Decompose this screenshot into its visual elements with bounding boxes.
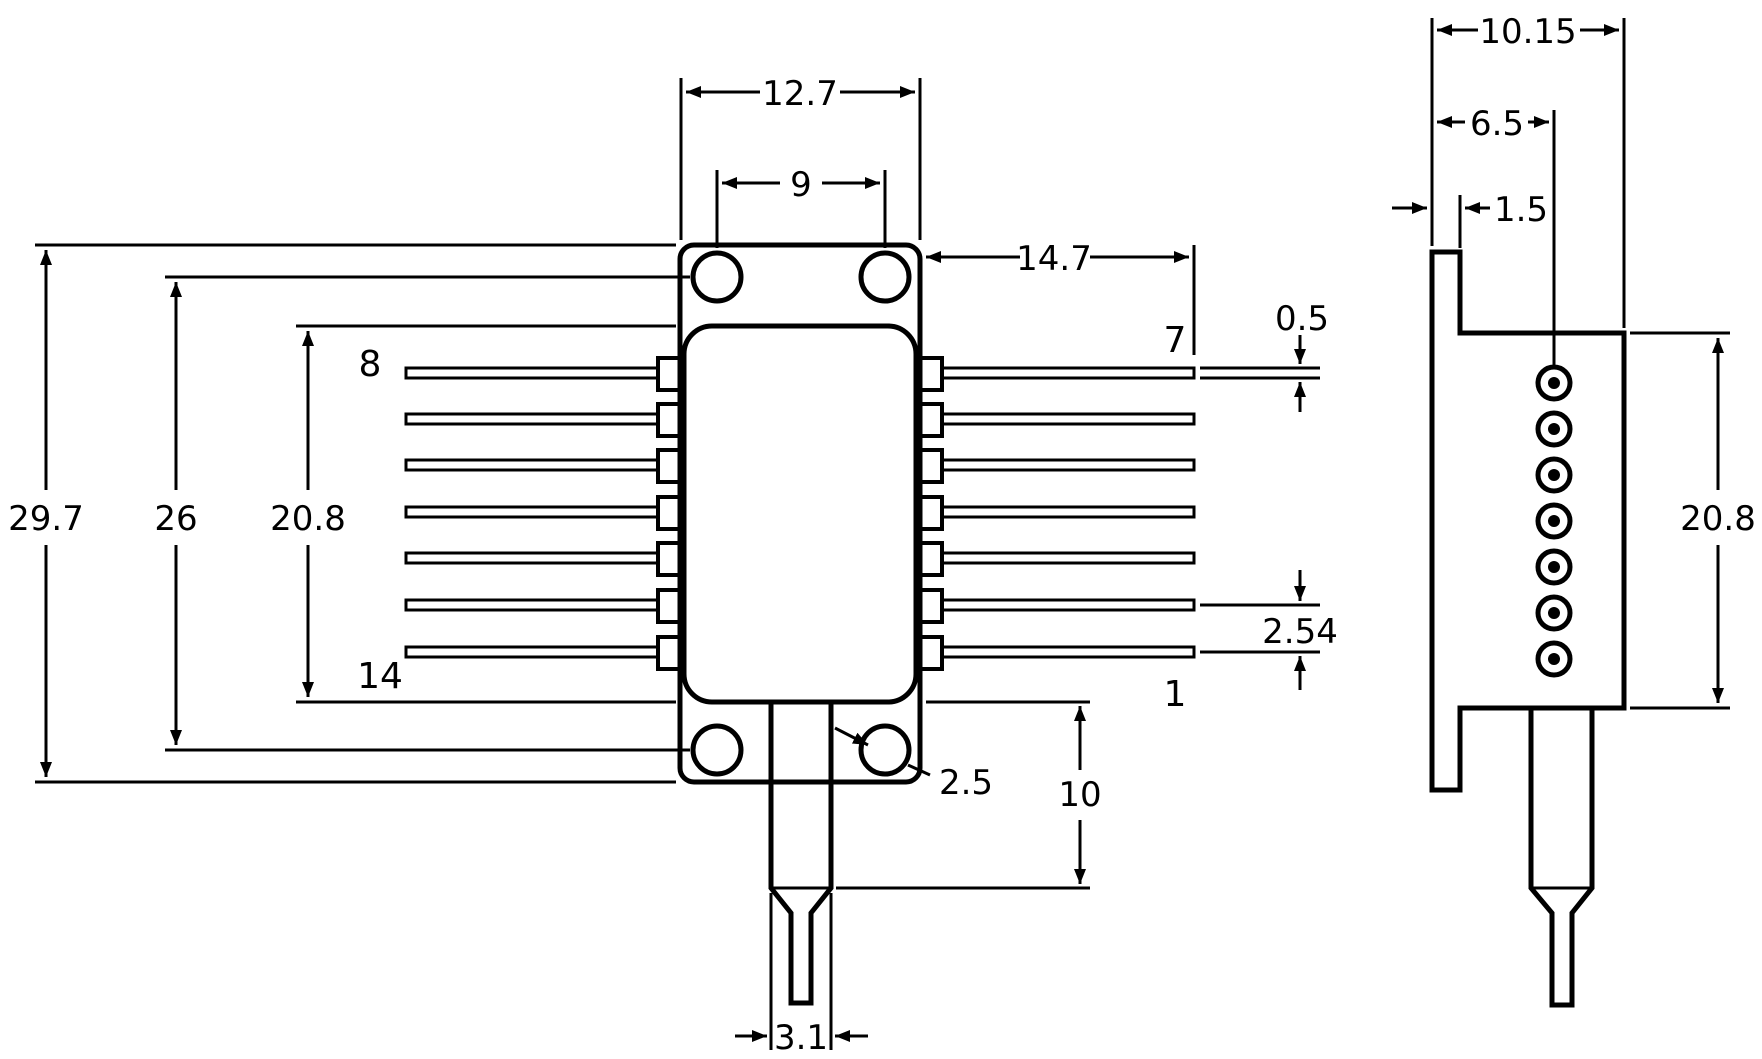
left-pin-row — [404, 356, 682, 671]
pin-seat — [656, 448, 682, 484]
dim-9: 9 — [790, 165, 812, 205]
dim-6-5: 6.5 — [1470, 104, 1524, 144]
side-pin — [1548, 561, 1560, 573]
dim-2-54: 2.54 — [1262, 612, 1338, 652]
pin-seat — [918, 402, 944, 438]
mounting-hole — [858, 250, 912, 304]
pin-seat — [918, 448, 944, 484]
pin-seat — [656, 635, 682, 671]
pin-lead — [940, 645, 1196, 659]
dim-0-5: 0.5 — [1275, 299, 1329, 339]
pin-seat — [656, 495, 682, 531]
side-view — [1429, 249, 1627, 1008]
mounting-hole — [690, 723, 744, 777]
pin-seat — [918, 588, 944, 624]
dim-3-1: 3.1 — [774, 1018, 828, 1058]
side-flange-outline — [1429, 249, 1627, 793]
pin-lead — [404, 366, 660, 380]
pin-label-1: 1 — [1164, 674, 1187, 715]
pin-lead — [404, 458, 660, 472]
pin-seat — [656, 356, 682, 392]
mounting-hole — [858, 723, 912, 777]
dim-12-7: 12.7 — [762, 74, 838, 114]
dim-20-8-front: 20.8 — [270, 499, 346, 539]
side-pin — [1548, 377, 1560, 389]
pin-lead — [940, 412, 1196, 426]
side-dimensions: 10.15 6.5 1.5 20.8 — [1392, 12, 1756, 710]
side-pin — [1548, 469, 1560, 481]
pin-seat — [918, 356, 944, 392]
side-pin — [1535, 410, 1573, 448]
side-pin — [1535, 548, 1573, 586]
dim-29-7: 29.7 — [8, 499, 84, 539]
dim-26: 26 — [154, 499, 197, 539]
dim-10: 10 — [1058, 775, 1101, 815]
body-outline — [681, 323, 919, 705]
pin-lead — [940, 551, 1196, 565]
side-pin — [1548, 515, 1560, 527]
pin-seat — [656, 402, 682, 438]
fiber-tube — [768, 702, 834, 1006]
side-pin — [1548, 653, 1560, 665]
side-pin — [1535, 456, 1573, 494]
pin-lead — [404, 598, 660, 612]
pin-lead — [940, 598, 1196, 612]
pin-seat — [656, 588, 682, 624]
pin-seat — [656, 541, 682, 577]
side-pin — [1535, 502, 1573, 540]
side-pin-column — [1535, 364, 1573, 678]
dim-1-5: 1.5 — [1494, 190, 1548, 230]
front-view — [404, 242, 1196, 1006]
pin-label-14: 14 — [357, 656, 403, 697]
pin-seat — [918, 495, 944, 531]
side-pin — [1535, 640, 1573, 678]
pin-lead — [404, 645, 660, 659]
mounting-hole — [690, 250, 744, 304]
front-dimensions: 12.7 9 14.7 0.5 2.54 2.5 10 — [8, 74, 1338, 1058]
pin-seat — [918, 541, 944, 577]
side-pin — [1535, 364, 1573, 402]
pin-lead — [940, 458, 1196, 472]
pin-label-7: 7 — [1164, 320, 1187, 361]
pin-lead — [940, 366, 1196, 380]
pin-lead — [404, 505, 660, 519]
side-pin — [1535, 594, 1573, 632]
side-pin — [1548, 423, 1560, 435]
side-pin — [1548, 607, 1560, 619]
dim-20-8-side: 20.8 — [1680, 499, 1756, 539]
pin-seat — [918, 635, 944, 671]
side-fiber-tube — [1528, 708, 1595, 1008]
right-pin-row — [918, 356, 1196, 671]
dim-2-5: 2.5 — [939, 763, 993, 803]
pin-lead — [404, 412, 660, 426]
pin-lead — [404, 551, 660, 565]
pin-label-8: 8 — [359, 344, 382, 385]
dim-10-15: 10.15 — [1479, 12, 1576, 52]
pin-lead — [940, 505, 1196, 519]
dim-14-7: 14.7 — [1016, 239, 1092, 279]
